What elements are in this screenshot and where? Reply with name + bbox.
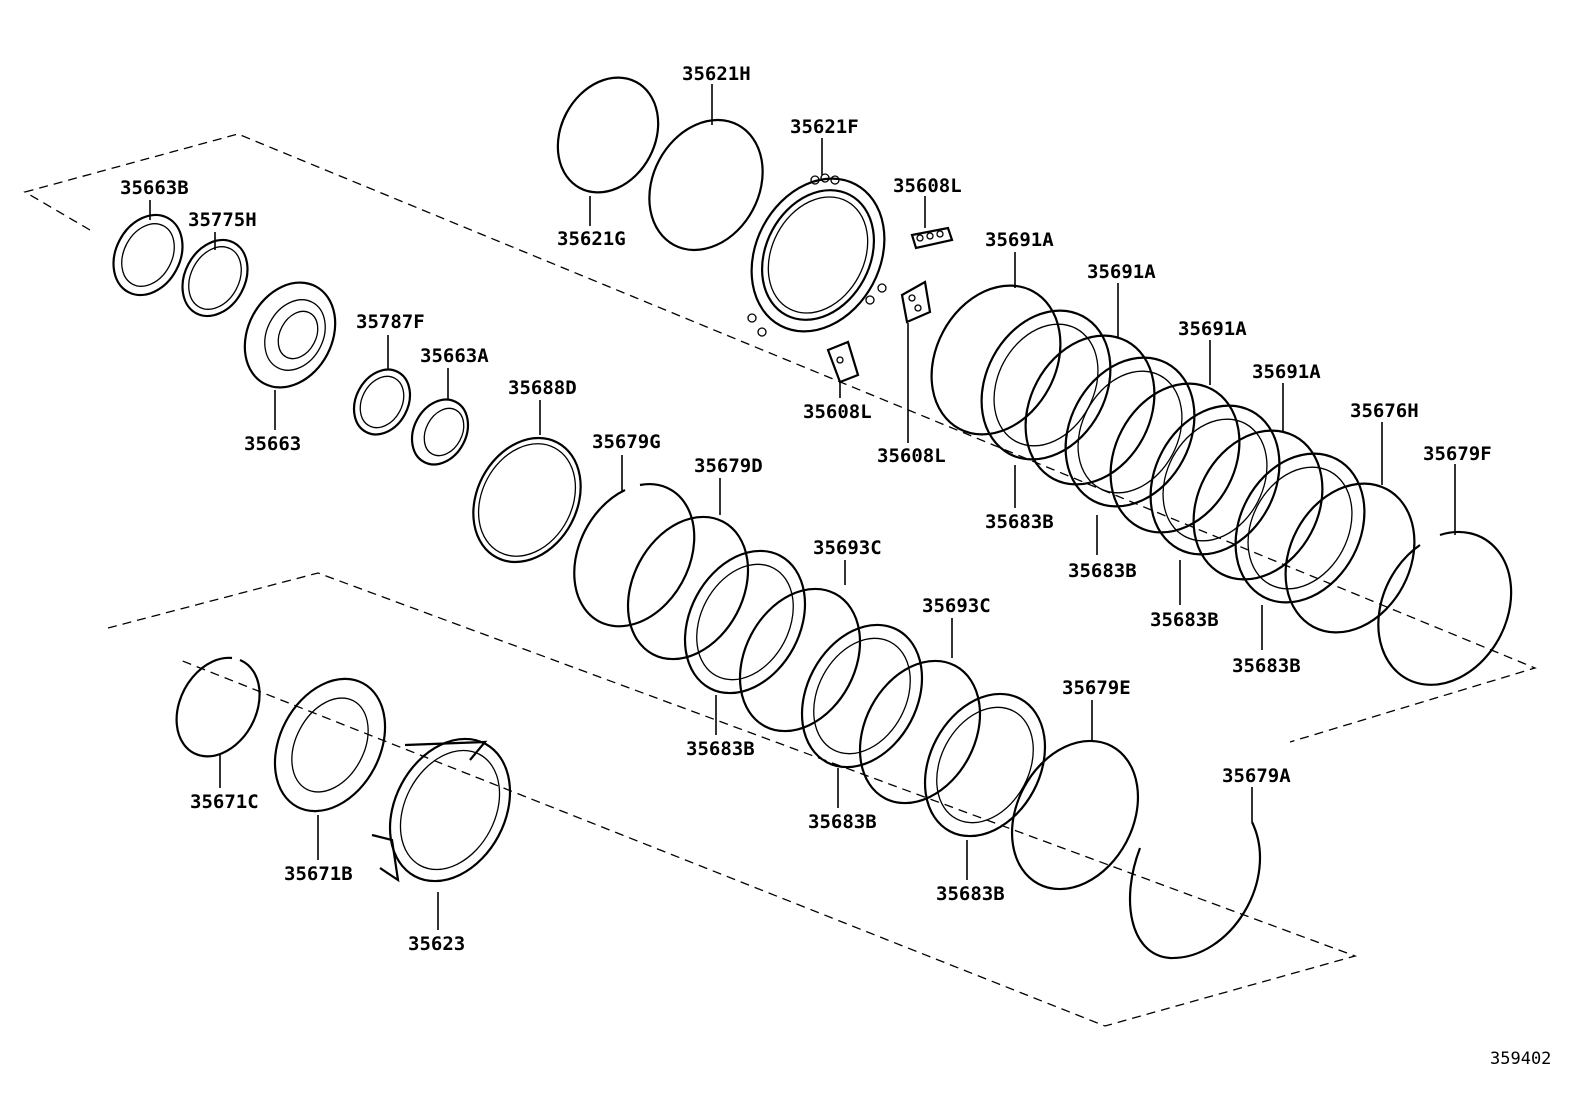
plate-35671B[interactable] [253, 660, 407, 831]
label-35679G[interactable]: 35679G [592, 431, 661, 453]
label-35691A-1[interactable]: 35691A [985, 229, 1054, 251]
washer-35775H[interactable] [170, 229, 261, 328]
label-35683B-7[interactable]: 35683B [936, 883, 1005, 905]
label-35608L-mid[interactable]: 35608L [877, 445, 946, 467]
label-35683B-3[interactable]: 35683B [1150, 609, 1219, 631]
label-35683B-4[interactable]: 35683B [1232, 655, 1301, 677]
plate-35679E[interactable] [987, 719, 1163, 911]
label-35691A-4[interactable]: 35691A [1252, 361, 1321, 383]
plate-35679D[interactable] [604, 496, 772, 680]
label-35693C-2[interactable]: 35693C [922, 595, 991, 617]
label-35676H[interactable]: 35676H [1350, 400, 1419, 422]
label-35693C-1[interactable]: 35693C [813, 537, 882, 559]
bearing-35663B[interactable] [100, 203, 196, 307]
bearing-35663A[interactable] [401, 390, 479, 474]
label-35608L-low[interactable]: 35608L [803, 401, 872, 423]
label-35663A[interactable]: 35663A [420, 345, 489, 367]
plate-35691A-4[interactable] [1168, 408, 1347, 602]
label-35683B-6[interactable]: 35683B [808, 811, 877, 833]
plate-35676H[interactable] [1260, 461, 1439, 655]
plate-35691A-3[interactable] [1085, 361, 1264, 555]
snap-ring-35679G[interactable] [573, 483, 696, 628]
label-35621F[interactable]: 35621F [790, 116, 859, 138]
plate-35691A-2[interactable] [1000, 313, 1179, 507]
disc-35683B-2[interactable] [1040, 335, 1219, 529]
plate-35693C-1[interactable] [716, 568, 884, 752]
ring-35621G[interactable] [538, 60, 677, 210]
label-35679E[interactable]: 35679E [1062, 677, 1131, 699]
label-35663[interactable]: 35663 [244, 433, 301, 455]
drum-35623[interactable] [366, 718, 534, 902]
spring-35608L-mid[interactable] [900, 280, 932, 324]
label-35608L-top[interactable]: 35608L [893, 175, 962, 197]
snap-ring-35679F[interactable] [1377, 530, 1513, 686]
label-35621G[interactable]: 35621G [557, 228, 626, 250]
figure-number: 359402 [1490, 1049, 1551, 1069]
label-35679F[interactable]: 35679F [1423, 443, 1492, 465]
label-35671B[interactable]: 35671B [284, 863, 353, 885]
ring-35688D[interactable] [452, 419, 601, 581]
plate-35691A-1[interactable] [906, 263, 1085, 457]
label-35621H[interactable]: 35621H [682, 63, 751, 85]
disc-35683B-4[interactable] [1210, 431, 1389, 625]
washer-35787F[interactable] [343, 360, 421, 444]
upper-group-boundary [23, 133, 1537, 743]
label-35671C[interactable]: 35671C [190, 791, 259, 813]
hub-35663[interactable] [227, 267, 353, 404]
lower-group-boundary [107, 572, 1358, 1027]
ring-35621H[interactable] [627, 100, 784, 270]
part-labels: 35621H 35621F 35621G 35608L 35608L 35608… [120, 63, 1492, 955]
label-35683B-1[interactable]: 35683B [985, 511, 1054, 533]
label-35775H[interactable]: 35775H [188, 209, 257, 231]
label-35683B-5[interactable]: 35683B [686, 738, 755, 760]
label-35688D[interactable]: 35688D [508, 377, 577, 399]
label-35623[interactable]: 35623 [408, 933, 465, 955]
spring-35608L-top[interactable] [910, 226, 954, 250]
label-35679D[interactable]: 35679D [694, 455, 763, 477]
plate-35693C-2[interactable] [836, 640, 1004, 824]
disc-35683B-6[interactable] [778, 604, 946, 788]
disc-35683B-3[interactable] [1125, 383, 1304, 577]
disc-35683B-5[interactable] [661, 530, 829, 714]
label-35691A-2[interactable]: 35691A [1087, 261, 1156, 283]
piston-35621F[interactable] [726, 155, 911, 354]
spring-35608L-low[interactable] [826, 340, 860, 384]
leader-lines [149, 84, 1456, 930]
label-35787F[interactable]: 35787F [356, 311, 425, 333]
label-35663B[interactable]: 35663B [120, 177, 189, 199]
snap-ring-35671C[interactable] [175, 656, 261, 758]
label-35691A-3[interactable]: 35691A [1178, 318, 1247, 340]
disc-35683B-1[interactable] [956, 288, 1135, 482]
snap-ring-35679A[interactable] [1128, 821, 1262, 960]
label-35679A[interactable]: 35679A [1222, 765, 1291, 787]
disc-35683B-7[interactable] [901, 673, 1069, 857]
label-35683B-2[interactable]: 35683B [1068, 560, 1137, 582]
